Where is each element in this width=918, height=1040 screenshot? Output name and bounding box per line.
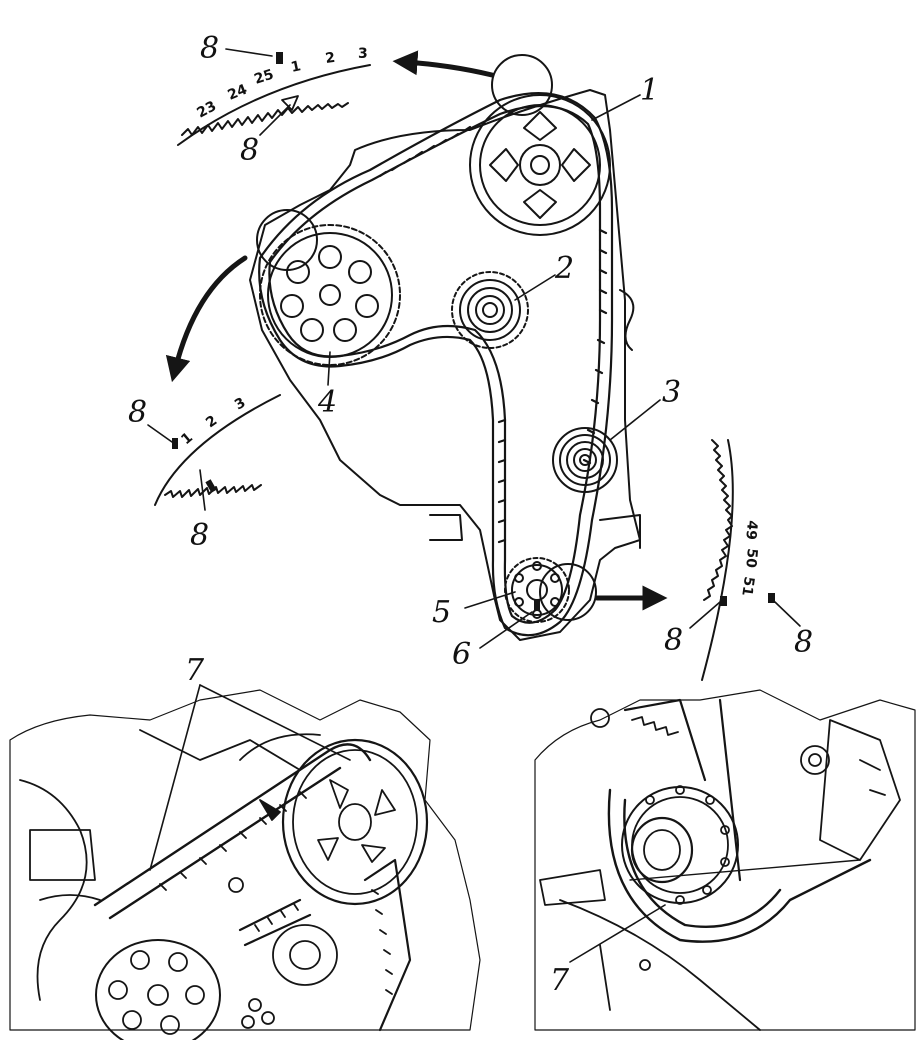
cam-tooth-1: 1 [290,58,303,76]
crank-timing-mark [534,600,540,610]
label-idler-roller: 3 [662,375,681,410]
crank-belt-mark [720,596,727,606]
cam-tooth-25: 25 [252,67,275,88]
injection-pump-pulley [259,224,401,366]
label-tensioner-roller: 2 [554,251,574,286]
pump-tooth-2: 2 [203,413,220,432]
idler-roller [552,427,618,493]
label-timing-mark-pump: 8 [128,395,147,430]
label-timing-mark-crank-housing: 8 [794,625,813,660]
label-injection-pump-pulley: 4 [317,385,337,420]
engine-block-outline [249,89,641,641]
detail-magnifier-circles [256,54,597,621]
label-crank-mark: 6 [452,637,471,672]
arrow-left-icon [392,50,495,78]
tensioner-roller [451,271,529,349]
label-timing-mark-pump-belt: 8 [190,518,209,553]
label-timing-mark-cam: 8 [200,31,219,66]
cam-tooth-3: 3 [358,46,368,62]
photo-left-engine [9,689,481,1040]
label-photo-right: 7 [550,963,570,998]
label-timing-mark-crank-belt: 8 [664,623,683,658]
detail-pump-belt: 1 2 3 8 8 [128,394,281,553]
photo-right-leader [569,904,666,963]
cam-tooth-2: 2 [324,50,336,67]
photo-right-engine [534,689,916,1031]
detail-crank-belt: 49 50 51 8 8 [664,439,813,681]
callout-leaders [327,94,661,649]
crank-housing-mark [768,593,775,603]
crankshaft-sprocket [504,557,570,623]
arrow-curved-down-icon [165,255,248,383]
cam-triangle-marker [281,95,299,111]
pump-tooth-3: 3 [232,395,248,414]
crank-tooth-51: 51 [738,575,757,597]
camshaft-pulley [469,94,611,236]
detail-cam-belt: 23 24 25 1 2 3 8 8 [177,31,371,168]
label-camshaft-pulley: 1 [640,73,659,108]
pump-tooth-1: 1 [178,430,196,449]
cam-belt-mark [276,52,283,64]
photo-left-leaders [149,684,351,871]
crank-tooth-49: 49 [742,520,760,541]
label-timing-mark-cam-arrow: 8 [240,133,259,168]
timing-belt [258,92,614,637]
pump-belt-mark [172,438,178,449]
label-crankshaft-sprocket: 5 [432,595,451,630]
pump-housing-mark [205,479,217,493]
label-photo-left: 7 [185,653,205,688]
crank-tooth-50: 50 [742,548,760,569]
cam-tooth-23: 23 [194,98,219,121]
cam-tooth-24: 24 [226,81,250,103]
